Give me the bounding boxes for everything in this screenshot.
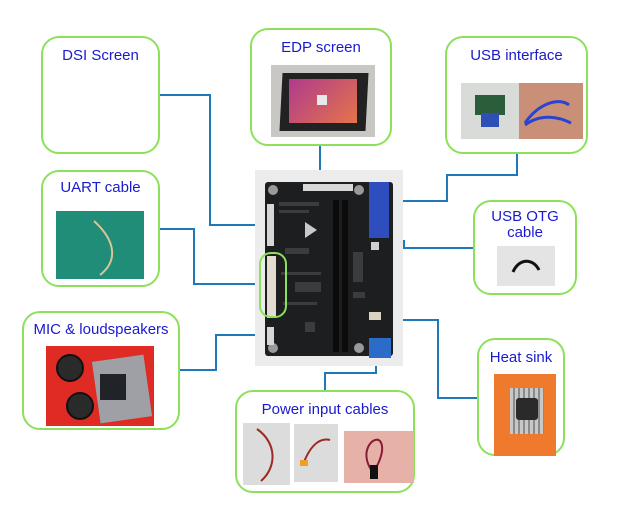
heat-sink-title: Heat sink [489,349,553,366]
power-cable-1-photo [243,423,290,485]
heat-sink-box[interactable]: Heat sink [477,338,565,456]
power-input-box[interactable]: Power input cables [235,390,415,493]
power-cable-2-photo [294,424,338,482]
usb-interface-title: USB interface [470,47,563,64]
heatsink-photo [494,374,556,456]
usb-adapter-photo [461,83,519,139]
power-terminal[interactable] [369,338,391,358]
carrier-board [255,170,403,372]
power-cable-3-photo [344,431,414,483]
wire-usb [383,154,518,202]
usb-interface-box[interactable]: USB interface [445,36,588,154]
wire-heatsink [385,319,477,399]
edp-screen-box[interactable]: EDP screen [250,28,392,146]
wire-uart [160,228,258,285]
edp-display-photo [271,65,375,137]
usb-otg-title-line2: cable [507,224,543,241]
mic-loudspeakers-box[interactable]: MIC & loudspeakers [22,311,180,430]
usb-otg-box[interactable]: USB OTG cable [473,200,577,295]
uart-cable-title: UART cable [60,179,141,196]
uart-cable-box[interactable]: UART cable [41,170,160,287]
usb-cable-photo [519,83,583,139]
wire-dsi [160,94,268,226]
mic-speakers-photo [46,346,154,426]
dsi-screen-title: DSI Screen [62,47,139,64]
mic-loudspeakers-title: MIC & loudspeakers [33,321,169,338]
power-input-title: Power input cables [261,401,389,418]
usb-otg-title-line1: USB OTG [491,208,559,225]
uart-ports-highlight [259,252,287,318]
uart-cable-photo [56,211,144,279]
wire-mic [180,334,268,371]
dsi-screen-box[interactable]: DSI Screen [41,36,160,154]
otg-cable-photo [497,246,555,286]
edp-screen-title: EDP screen [281,39,361,56]
